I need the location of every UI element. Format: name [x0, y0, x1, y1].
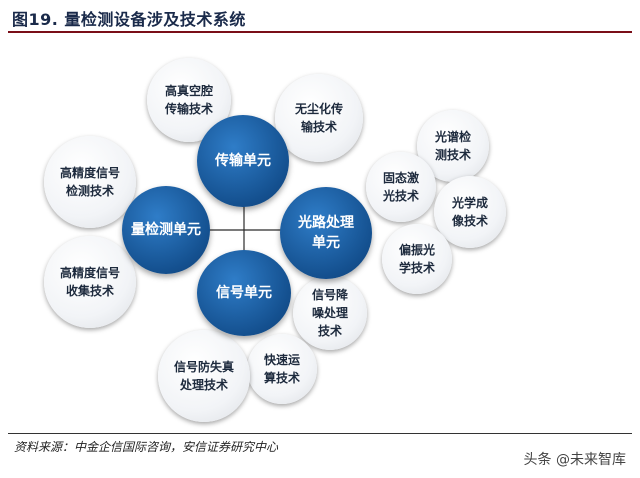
node-signal-denoise: 信号降 噪处理 技术: [293, 276, 367, 350]
source-divider: [8, 433, 632, 434]
title-divider: [8, 31, 632, 33]
figure-title: 图19. 量检测设备涉及技术系统: [12, 10, 246, 29]
node-optical-unit: 光路处理 单元: [280, 187, 372, 279]
node-optical-imaging: 光学成 像技术: [434, 176, 506, 248]
node-signal-unit: 信号单元: [197, 250, 291, 336]
node-solid-state-laser: 固态激 光技术: [366, 152, 436, 222]
node-high-vacuum-transfer: 高真空腔 传输技术: [147, 58, 231, 142]
node-polarization-optics: 偏振光 学技术: [382, 224, 452, 294]
node-signal-detection: 高精度信号 检测技术: [44, 136, 136, 228]
node-measurement-unit: 量检测单元: [122, 186, 210, 274]
node-anti-distortion: 信号防失真 处理技术: [158, 330, 250, 422]
node-signal-collection: 高精度信号 收集技术: [44, 236, 136, 328]
watermark-text: 头条 @未来智库: [523, 452, 626, 468]
source-note: 资料来源：中金企信国际咨询，安信证券研究中心: [14, 440, 279, 454]
node-dust-free-transfer: 无尘化传 输技术: [275, 74, 363, 162]
node-transfer-unit: 传输单元: [197, 115, 289, 207]
node-fast-computation: 快速运 算技术: [247, 334, 317, 404]
